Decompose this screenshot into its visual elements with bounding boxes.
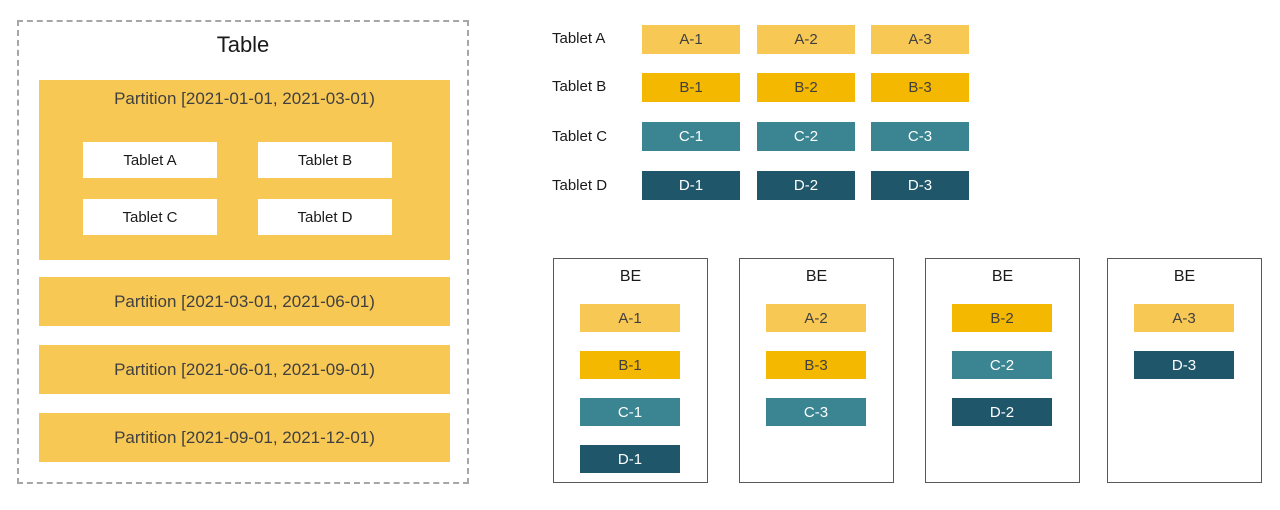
replica-chip-b3: B-3 — [871, 73, 969, 102]
replica-chip-c2: C-2 — [757, 122, 855, 151]
be-1-chip-d1: D-1 — [580, 445, 680, 473]
tablet-box-d: Tablet D — [258, 199, 392, 235]
replica-chip-a3: A-3 — [871, 25, 969, 54]
replica-chip-d3: D-3 — [871, 171, 969, 200]
be-box-4: BE A-3 D-3 — [1107, 258, 1262, 483]
table-panel: Table Partition [2021-01-01, 2021-03-01)… — [17, 20, 469, 484]
be-1-chip-a1: A-1 — [580, 304, 680, 332]
replica-chip-b2: B-2 — [757, 73, 855, 102]
be-4-chip-d3: D-3 — [1134, 351, 1234, 379]
replica-chip-d1: D-1 — [642, 171, 740, 200]
tablet-row-label-b: Tablet B — [552, 78, 607, 95]
be-3-chip-d2: D-2 — [952, 398, 1052, 426]
be-1-chip-c1: C-1 — [580, 398, 680, 426]
partition-block-1: Partition [2021-01-01, 2021-03-01) Table… — [39, 80, 450, 260]
tablet-box-b: Tablet B — [258, 142, 392, 178]
be-1-chip-b1: B-1 — [580, 351, 680, 379]
tablet-row-label-a: Tablet A — [552, 30, 606, 47]
be-3-label: BE — [991, 268, 1014, 285]
tablet-box-c: Tablet C — [83, 199, 217, 235]
be-box-3: BE B-2 C-2 D-2 — [925, 258, 1080, 483]
be-3-chip-b2: B-2 — [952, 304, 1052, 332]
partition-block-4: Partition [2021-09-01, 2021-12-01) — [39, 413, 450, 462]
partition-block-3: Partition [2021-06-01, 2021-09-01) — [39, 345, 450, 394]
be-2-label: BE — [805, 268, 828, 285]
replica-chip-c1: C-1 — [642, 122, 740, 151]
be-4-label: BE — [1173, 268, 1196, 285]
replica-chip-c3: C-3 — [871, 122, 969, 151]
tablet-box-a: Tablet A — [83, 142, 217, 178]
be-2-chip-c3: C-3 — [766, 398, 866, 426]
be-1-label: BE — [619, 268, 642, 285]
be-4-chip-a3: A-3 — [1134, 304, 1234, 332]
table-title: Table — [216, 32, 270, 57]
partition-1-label: Partition [2021-01-01, 2021-03-01) — [114, 89, 375, 108]
tablet-row-label-d: Tablet D — [552, 177, 608, 194]
partition-block-2: Partition [2021-03-01, 2021-06-01) — [39, 277, 450, 326]
be-box-1: BE A-1 B-1 C-1 D-1 — [553, 258, 708, 483]
replica-chip-a1: A-1 — [642, 25, 740, 54]
tablet-row-label-c: Tablet C — [552, 128, 608, 145]
replica-chip-d2: D-2 — [757, 171, 855, 200]
be-3-chip-c2: C-2 — [952, 351, 1052, 379]
be-box-2: BE A-2 B-3 C-3 — [739, 258, 894, 483]
be-2-chip-b3: B-3 — [766, 351, 866, 379]
replica-chip-b1: B-1 — [642, 73, 740, 102]
replica-chip-a2: A-2 — [757, 25, 855, 54]
be-2-chip-a2: A-2 — [766, 304, 866, 332]
